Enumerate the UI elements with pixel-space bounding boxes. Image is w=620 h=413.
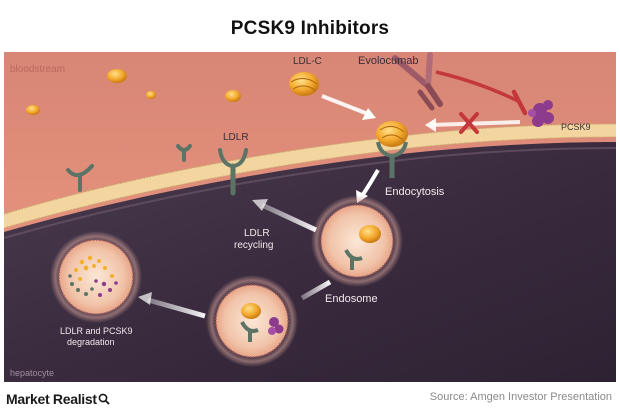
pcsk9-label: PCSK9: [561, 122, 591, 132]
recycling-arrow: [260, 202, 318, 233]
inhibition-bar: [511, 89, 528, 116]
degradation-label-2: degradation: [67, 337, 115, 347]
source-note: Source: Amgen Investor Presentation: [429, 391, 612, 403]
ldl-c-label: LDL-C: [293, 56, 322, 67]
block-x-icon: [459, 112, 479, 134]
ldlr-label: LDLR: [223, 132, 249, 143]
ldlr-bound-receptor: [376, 121, 408, 178]
binding-arrow: [321, 94, 369, 116]
ldl-particle: [107, 69, 127, 83]
bloodstream-label: bloodstream: [10, 64, 65, 75]
evolocumab-label: Evolocumab: [358, 55, 419, 67]
ldlr-recycling-label-2: recycling: [234, 240, 273, 251]
to-lysosome-arrow: [147, 297, 206, 319]
ldl-particle: [26, 105, 40, 115]
evolocumab-antibody: [392, 52, 443, 111]
ldlr-receptor: [66, 164, 94, 192]
endosome-pcsk9-vesicle: [206, 275, 298, 367]
blocked-arrow: [429, 120, 521, 127]
lysosome-vesicle: [50, 231, 142, 323]
chart-title: PCSK9 Inhibitors: [230, 18, 390, 39]
to-endosome-arrow: [300, 279, 332, 301]
hepatocyte-label: hepatocyte: [10, 368, 54, 378]
magnifier-icon: [98, 393, 110, 405]
degradation-label: LDLR and PCSK9: [60, 326, 133, 336]
cell-membrane: [4, 124, 616, 228]
ldlr-receptor: [218, 148, 248, 196]
ldl-c-particle: [289, 72, 319, 96]
hepatocyte-region: [4, 142, 616, 382]
ldl-particle: [146, 91, 156, 99]
endocytosis-label: Endocytosis: [385, 186, 445, 198]
inhibition-line: [435, 70, 521, 104]
pcsk9-molecule: [528, 100, 554, 127]
brand-name: Market Realist: [6, 391, 97, 407]
ldl-particle: [225, 90, 241, 102]
endosome-label: Endosome: [325, 293, 378, 305]
ldlr-recycling-label: LDLR: [244, 228, 270, 239]
endosome-vesicle: [311, 195, 403, 287]
ldlr-receptor: [176, 144, 192, 162]
